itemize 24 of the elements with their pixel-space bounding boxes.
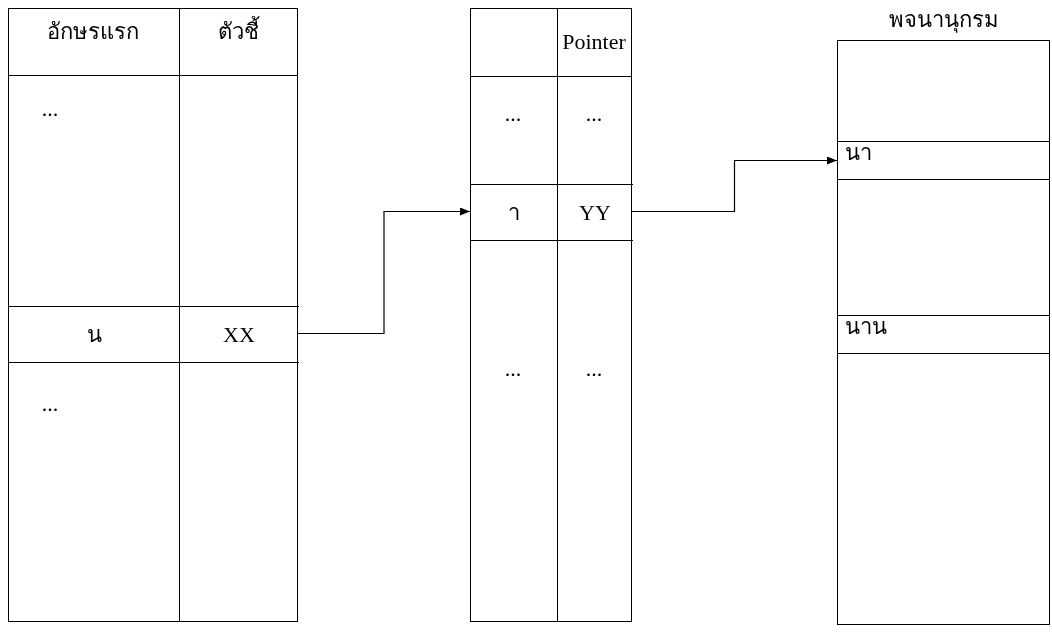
row-text: YY bbox=[578, 199, 612, 227]
arrow bbox=[631, 156, 838, 213]
cell-text: Pointer bbox=[561, 28, 627, 56]
cell-text: ... bbox=[503, 100, 523, 128]
index-table bbox=[470, 8, 632, 622]
cell-text: ... bbox=[584, 355, 604, 383]
row-text: น bbox=[85, 321, 103, 349]
row-text: า bbox=[507, 199, 521, 227]
index-table bbox=[8, 8, 298, 622]
cell-text: อักษรแรก bbox=[46, 18, 140, 46]
table-title: พจนานุกรม bbox=[887, 6, 1000, 34]
entry-text: นาน bbox=[845, 316, 887, 338]
cell-text: ... bbox=[40, 390, 60, 418]
cell-text: ... bbox=[40, 95, 60, 123]
entry-text: นา bbox=[845, 142, 872, 164]
cell-text: ... bbox=[503, 355, 523, 383]
row-text: XX bbox=[222, 321, 256, 349]
dictionary-entry bbox=[837, 315, 1050, 354]
table-row bbox=[9, 306, 299, 363]
dictionary-entry bbox=[837, 141, 1050, 180]
table-row bbox=[471, 184, 633, 241]
cell-text: ตัวชี้ bbox=[178, 18, 298, 46]
arrow bbox=[297, 207, 471, 335]
cell-text: ... bbox=[584, 100, 604, 128]
